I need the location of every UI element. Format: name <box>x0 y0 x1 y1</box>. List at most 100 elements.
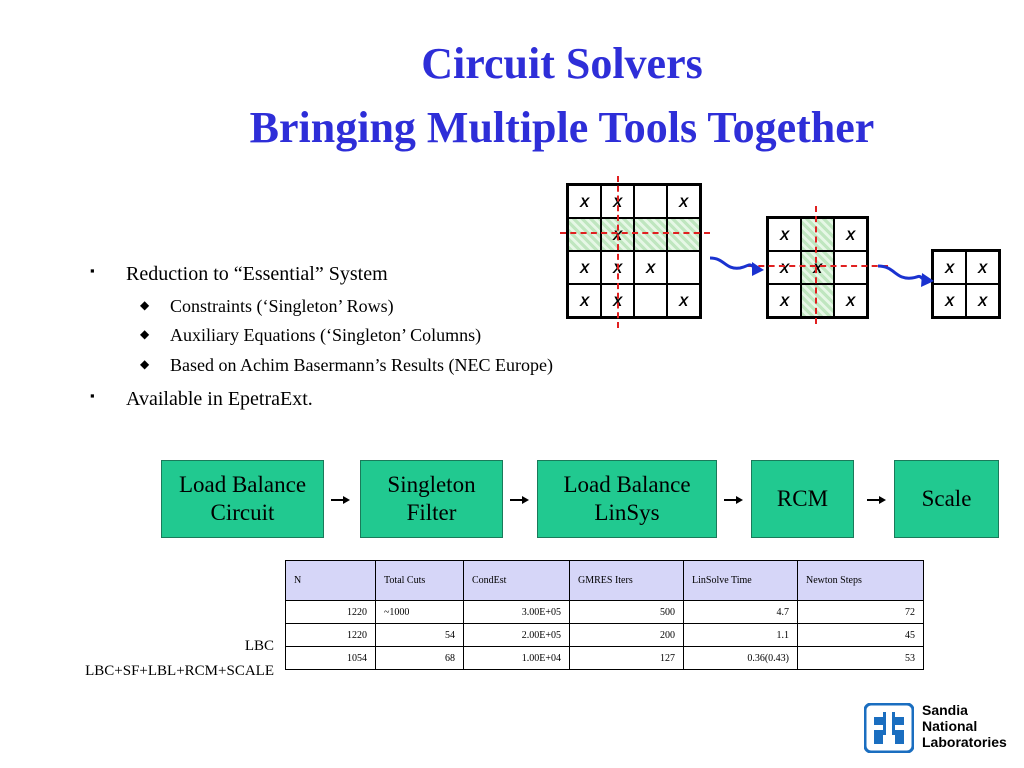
column-header: N <box>285 560 376 601</box>
matrix-cell <box>834 251 867 284</box>
column-header: Newton Steps <box>797 560 924 601</box>
matrix-cell: X <box>667 185 700 218</box>
matrix-cell <box>634 218 667 251</box>
logo-text-line: Sandia <box>922 702 968 718</box>
matrix-cell: X <box>568 284 601 317</box>
table-cell: 1220 <box>285 600 376 624</box>
matrix-cell: X <box>966 251 999 284</box>
logo-text-line: National <box>922 718 978 734</box>
matrix-cell: X <box>966 284 999 317</box>
dashed-column-marker <box>617 176 619 328</box>
flow-box-line: Circuit <box>210 500 275 525</box>
table-cell: 200 <box>569 623 684 647</box>
table-cell: 4.7 <box>683 600 798 624</box>
matrix-cell <box>801 218 834 251</box>
column-header: CondEst <box>463 560 570 601</box>
flow-box-line: Filter <box>406 500 457 525</box>
dashed-row-marker <box>560 232 710 234</box>
matrix-cell: X <box>834 218 867 251</box>
table-cell: ~1000 <box>375 600 464 624</box>
diamond-bullet-icon: ◆ <box>140 298 150 312</box>
curved-arrow-icon <box>877 264 926 282</box>
matrix-cell: X <box>768 218 801 251</box>
slide-subtitle: Bringing Multiple Tools Together <box>249 103 875 152</box>
slide-title: Circuit Solvers <box>421 39 703 88</box>
bullet-text: Auxiliary Equations (‘Singleton’ Columns… <box>170 325 482 345</box>
dashed-row-marker <box>748 265 888 267</box>
flow-box-line: RCM <box>776 486 829 511</box>
dashed-column-marker <box>815 206 817 324</box>
square-bullet-icon: ▪ <box>90 388 95 403</box>
matrix-cell <box>634 185 667 218</box>
table-cell: 2.00E+05 <box>463 623 570 647</box>
row-label: LBC <box>244 638 274 654</box>
flow-box-line: Load Balance <box>563 472 691 497</box>
table-cell: 45 <box>797 623 924 647</box>
flow-box-line: LinSys <box>594 500 660 525</box>
sandia-logo-icon <box>864 703 914 753</box>
table-cell: 1220 <box>285 623 376 647</box>
matrix-cell <box>801 284 834 317</box>
arrow-head-icon <box>921 273 934 287</box>
bullet-text: Available in EpetraExt. <box>126 388 313 410</box>
matrix-cell <box>667 251 700 284</box>
flow-box-rcm: RCM <box>751 460 854 538</box>
reduction-arrows <box>709 256 934 287</box>
flow-arrow-icon <box>724 496 743 504</box>
bullet-text: Reduction to “Essential” System <box>126 263 388 285</box>
table-cell: 72 <box>797 600 924 624</box>
diamond-bullet-icon: ◆ <box>140 357 150 371</box>
flow-box-scale: Scale <box>894 460 999 538</box>
flow-arrow-icon <box>331 496 350 504</box>
matrix-cell: X <box>933 284 966 317</box>
flow-box-line: Load Balance <box>178 472 307 497</box>
table-header-row: N Total Cuts CondEst GMRES Iters LinSolv… <box>285 560 924 601</box>
column-header: Total Cuts <box>375 560 464 601</box>
table-cell: 3.00E+05 <box>463 600 570 624</box>
column-header: GMRES Iters <box>569 560 684 601</box>
table-row: 1220 ~1000 3.00E+05 500 4.7 72 <box>285 600 924 624</box>
table-cell: 0.36(0.43) <box>683 646 798 670</box>
bullet-text: Based on Achim Basermann’s Results (NEC … <box>170 355 553 375</box>
diamond-bullet-icon: ◆ <box>140 327 150 341</box>
table-cell: 53 <box>797 646 924 670</box>
matrix-cell: X <box>568 185 601 218</box>
curved-arrow-icon <box>709 256 756 270</box>
matrix-cell: X <box>768 284 801 317</box>
row-label: LBC+SF+LBL+RCM+SCALE <box>85 663 274 679</box>
flow-arrow-icon <box>867 496 886 504</box>
column-header: LinSolve Time <box>683 560 798 601</box>
flow-box-line: Singleton <box>387 472 476 497</box>
logo-wordmark: Sandia National Laboratories <box>922 702 1007 750</box>
table-cell: 1054 <box>285 646 376 670</box>
matrix-cell: X <box>933 251 966 284</box>
table-cell: 54 <box>375 623 464 647</box>
matrix-cell: X <box>568 251 601 284</box>
table-row: 1220 54 2.00E+05 200 1.1 45 <box>285 623 924 647</box>
matrix-cell <box>667 218 700 251</box>
table-cell: 127 <box>569 646 684 670</box>
table-cell: 500 <box>569 600 684 624</box>
square-bullet-icon: ▪ <box>90 263 95 278</box>
arrow-head-icon <box>752 262 764 276</box>
table-cell: 1.00E+04 <box>463 646 570 670</box>
table-row: 1054 68 1.00E+04 127 0.36(0.43) 53 <box>285 646 924 670</box>
matrix-cell <box>634 284 667 317</box>
matrix-cell: X <box>768 251 801 284</box>
matrix-cell: X <box>834 284 867 317</box>
bullet-text: Constraints (‘Singleton’ Rows) <box>170 296 394 316</box>
flow-arrow-icon <box>510 496 529 504</box>
logo-text-line: Laboratories <box>922 734 1007 750</box>
table-cell: 1.1 <box>683 623 798 647</box>
table-cell: 68 <box>375 646 464 670</box>
matrix-cell: X <box>634 251 667 284</box>
matrix-cell: X <box>667 284 700 317</box>
flow-box-line: Scale <box>921 486 972 511</box>
matrix-cell: X <box>801 251 834 284</box>
